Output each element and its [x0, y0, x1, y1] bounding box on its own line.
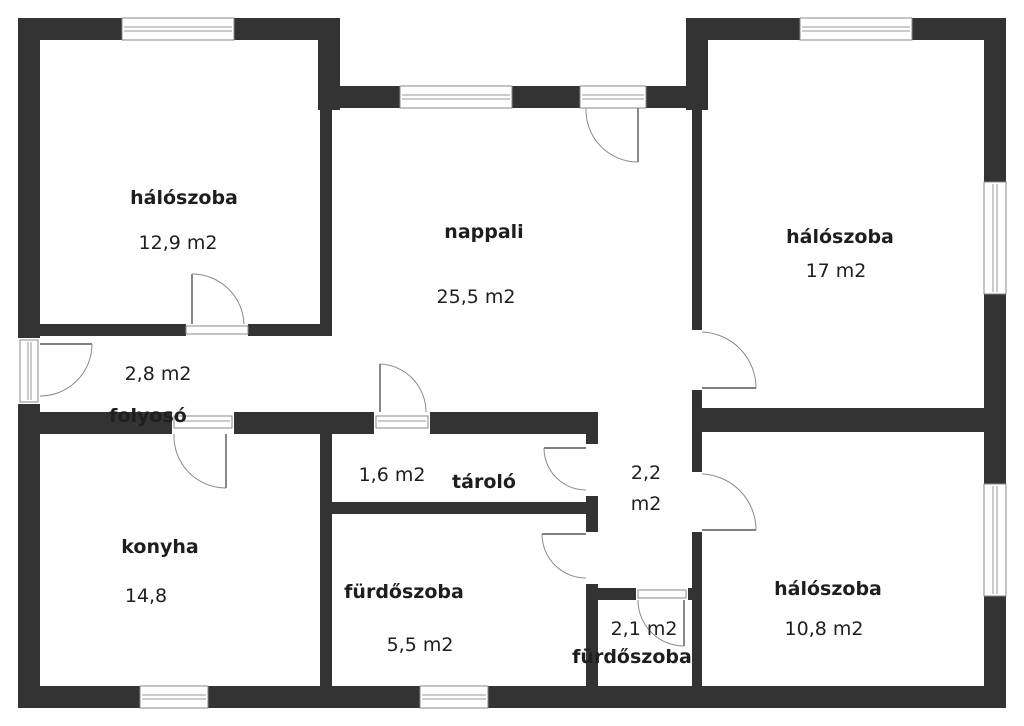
window-living-1	[399, 85, 513, 109]
room-name-bedroom-top-left: hálószoba	[130, 187, 238, 209]
room-area-bathroom: 5,5 m2	[387, 634, 454, 656]
wall-storage-bottom	[320, 502, 598, 514]
room-area-small-bathroom: 2,1 m2	[611, 618, 678, 640]
wall-outer-bottom	[18, 686, 1006, 708]
room-area-hall: 2,8 m2	[125, 363, 192, 385]
wall-hall-bottom	[18, 412, 598, 434]
room-area-bedroom-top-left: 12,9 m2	[139, 232, 218, 254]
room-area-kitchen: 14,8	[125, 585, 167, 607]
room-name-bathroom: fürdőszoba	[344, 581, 464, 603]
room-area-corridor-unit: m2	[631, 493, 662, 515]
room-name-hall: folyosó	[109, 405, 187, 427]
wall-right-block-left	[686, 18, 708, 110]
wall-bathroom-right	[586, 590, 598, 696]
wall-outer-top-middle	[318, 86, 708, 108]
window-top-right-bedroom	[799, 17, 913, 41]
door-bedroom-top-right	[692, 330, 757, 390]
window-right-lower	[983, 483, 1007, 597]
room-area-corridor-value: 2,2	[631, 462, 661, 484]
window-bottom-bathroom	[419, 685, 489, 709]
wall-outer-left-top	[18, 18, 40, 338]
room-area-bedroom-bottom-right: 10,8 m2	[785, 618, 864, 640]
door-entrance	[18, 338, 93, 404]
wall-bedroom-tl-right	[320, 100, 332, 336]
window-living-2	[579, 85, 647, 109]
window-right-upper	[983, 181, 1007, 295]
room-name-bedroom-bottom-right: hálószoba	[774, 578, 882, 600]
window-bottom-kitchen	[139, 685, 209, 709]
room-area-living: 25,5 m2	[437, 286, 516, 308]
door-bathroom	[541, 532, 598, 584]
wall-outer-right	[984, 18, 1006, 708]
door-bedroom-bottom-right	[692, 472, 757, 532]
room-name-small-bathroom: fürdőszoba	[572, 646, 692, 668]
wall-right-bedrooms-left	[692, 100, 702, 688]
wall-kitchen-right	[320, 412, 332, 696]
door-living-top	[585, 107, 639, 163]
window-top-left-bedroom	[121, 17, 235, 41]
door-small-bathroom	[636, 588, 688, 647]
room-area-storage: 1,6 m2	[359, 464, 426, 486]
room-name-storage: tároló	[452, 471, 516, 493]
windows	[121, 17, 1007, 709]
wall-outer-left-bottom	[18, 404, 40, 708]
room-name-bedroom-top-right: hálószoba	[786, 226, 894, 248]
wall-bedroom-tl-bottom	[18, 324, 332, 336]
door-storage	[374, 363, 430, 434]
room-area-bedroom-top-right: 17 m2	[806, 260, 867, 282]
doors	[18, 107, 757, 647]
room-labels: hálószoba 12,9 m2 nappali 25,5 m2 hálósz…	[109, 187, 894, 668]
door-bedroom-top-left	[185, 273, 249, 336]
door-storage-side	[543, 444, 598, 496]
room-name-living: nappali	[444, 221, 523, 243]
wall-right-bedrooms-divider	[692, 408, 992, 432]
room-name-kitchen: konyha	[121, 536, 198, 558]
door-kitchen	[172, 412, 234, 489]
